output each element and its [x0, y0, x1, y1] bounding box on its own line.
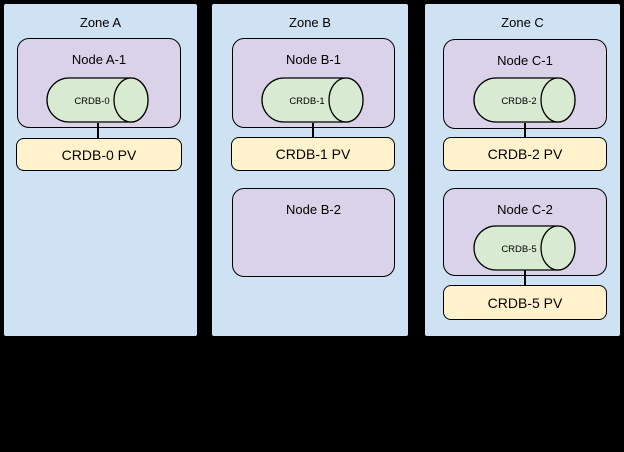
zone-c-label: Zone C — [501, 15, 544, 30]
zone-b: Zone B Node B-1 CRDB-1 CRDB-1 PV Node B-… — [211, 3, 409, 337]
node-c2-label: Node C-2 — [497, 202, 553, 217]
crdb-0-pv-label: CRDB-0 PV — [61, 146, 137, 163]
cylinder-shape-icon: CRDB-1 — [261, 77, 364, 123]
zone-c: Zone C Node C-1 CRDB-2 CRDB-2 PV Node C-… — [424, 3, 621, 337]
crdb-2-cylinder-label: CRDB-2 — [501, 96, 536, 107]
cylinder-cap — [113, 77, 149, 123]
zone-b-label: Zone B — [289, 15, 331, 30]
node-c1-label: Node C-1 — [497, 53, 553, 68]
node-b2-label: Node B-2 — [286, 202, 341, 217]
crdb-5-pv-label: CRDB-5 PV — [487, 294, 563, 311]
crdb-5-cylinder-label: CRDB-5 — [501, 244, 536, 255]
node-b2: Node B-2 — [232, 188, 395, 277]
zone-a-label: Zone A — [79, 15, 122, 30]
crdb-1-cylinder: CRDB-1 — [261, 77, 365, 123]
connector-crdb5-to-pv — [524, 270, 526, 287]
connector-crdb1-to-pv — [312, 123, 314, 139]
crdb-0-cylinder-label: CRDB-0 — [74, 96, 109, 107]
cylinder-cap — [328, 77, 364, 123]
crdb-5-cylinder: CRDB-5 — [473, 225, 577, 271]
node-a1-label: Node A-1 — [71, 52, 127, 67]
zone-a: Zone A Node A-1 CRDB-0 CRDB-0 PV — [3, 3, 198, 337]
crdb-1-pv: CRDB-1 PV — [231, 137, 395, 171]
crdb-2-cylinder: CRDB-2 — [473, 77, 577, 123]
crdb-2-pv: CRDB-2 PV — [443, 137, 607, 171]
node-b1-label: Node B-1 — [286, 52, 341, 67]
connector-crdb2-to-pv — [524, 123, 526, 139]
crdb-1-pv-label: CRDB-1 PV — [275, 146, 351, 162]
cylinder-shape-icon: CRDB-2 — [473, 77, 576, 123]
cylinder-cap — [540, 225, 576, 271]
cylinder-cap — [540, 77, 576, 123]
cylinder-shape-icon: CRDB-5 — [473, 225, 576, 271]
crdb-0-cylinder: CRDB-0 — [46, 77, 150, 123]
crdb-0-pv: CRDB-0 PV — [16, 138, 182, 171]
crdb-5-pv: CRDB-5 PV — [443, 285, 607, 320]
cylinder-shape-icon: CRDB-0 — [46, 77, 149, 123]
crdb-1-cylinder-label: CRDB-1 — [289, 96, 324, 107]
crdb-2-pv-label: CRDB-2 PV — [487, 146, 563, 162]
connector-crdb0-to-pv — [97, 123, 99, 139]
